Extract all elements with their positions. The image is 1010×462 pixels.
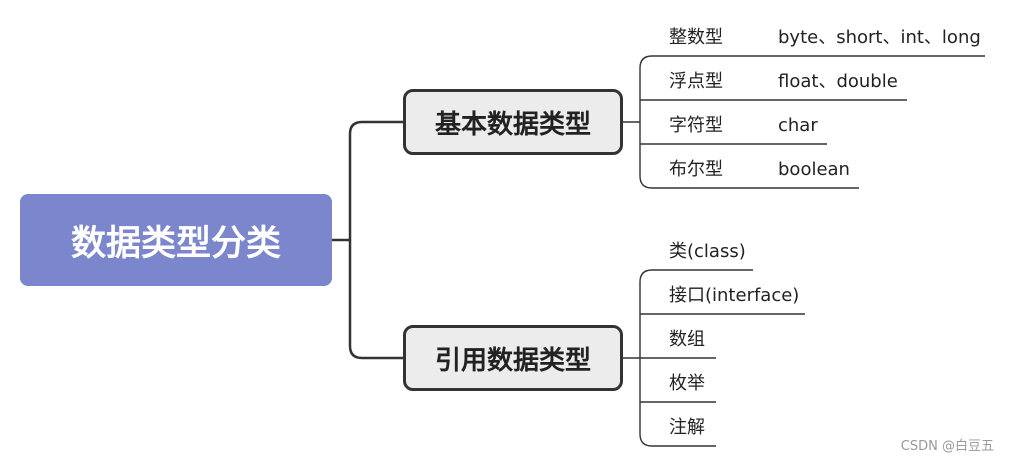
watermark: CSDN @白豆五 [900, 439, 994, 454]
leaf-enum: 枚举 [669, 373, 705, 394]
leaf-detail: byte、short、int、long [778, 27, 981, 48]
leaf-label: 整数型 [669, 27, 723, 48]
leaf-array: 数组 [669, 329, 705, 350]
leaf-annotation: 注解 [669, 417, 705, 438]
leaf-label: 布尔型 [669, 159, 723, 180]
leaf-label: 字符型 [669, 115, 723, 136]
root-node: 数据类型分类 [20, 194, 332, 286]
connector-branches [348, 120, 405, 360]
leaf-detail: float、double [778, 71, 898, 92]
leaf-integer: 整数型 byte、short、int、long [669, 27, 981, 49]
leaf-boolean: 布尔型 boolean [669, 159, 850, 181]
leaf-interface: 接口(interface) [669, 285, 800, 306]
branch-node-primitive: 基本数据类型 [403, 89, 623, 155]
leaf-label: 浮点型 [669, 71, 723, 92]
leaf-float: 浮点型 float、double [669, 71, 898, 93]
connector-branch-1-spine [639, 55, 653, 189]
leaf-detail: char [778, 115, 818, 136]
branch-node-reference: 引用数据类型 [403, 325, 623, 391]
leaf-class: 类(class) [669, 241, 746, 262]
leaf-char: 字符型 char [669, 115, 818, 137]
leaf-detail: boolean [778, 159, 850, 180]
